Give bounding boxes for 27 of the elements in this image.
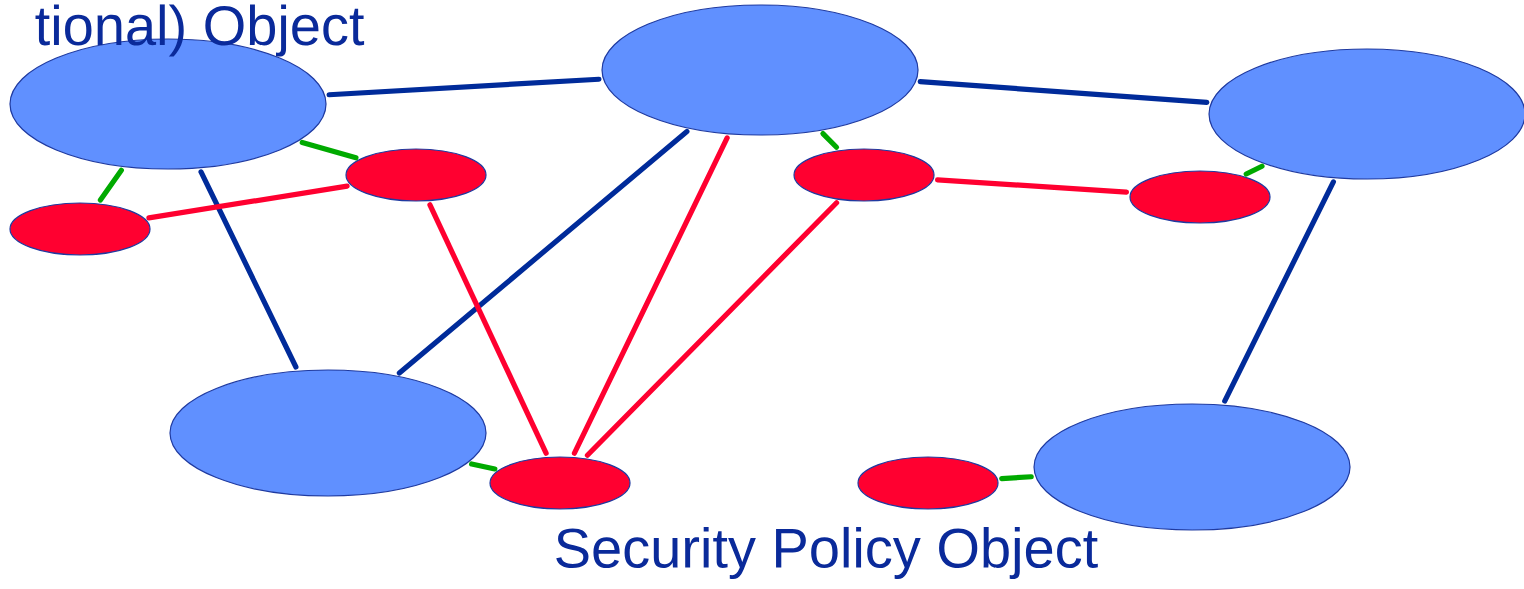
caption-text: Security Policy Object — [556, 526, 1098, 580]
ellipse-node — [857, 456, 999, 510]
connector-line — [571, 135, 730, 456]
ellipse-node — [1129, 170, 1271, 224]
ellipse-node — [793, 148, 935, 202]
connector-line — [396, 128, 690, 376]
ellipse-node — [601, 4, 919, 136]
connector-line — [820, 130, 840, 150]
connector-line — [1222, 179, 1336, 404]
connector-line — [198, 169, 299, 370]
ellipse-node — [1208, 48, 1524, 180]
connector-line — [917, 79, 1210, 105]
connector-line — [427, 202, 549, 456]
connector-line — [326, 76, 602, 98]
connector-line — [299, 139, 359, 161]
ellipse-node — [169, 369, 487, 497]
connector-line — [584, 200, 840, 458]
connector-line — [999, 474, 1034, 482]
ellipse-node — [345, 148, 487, 202]
ellipse-node — [489, 456, 631, 510]
connector-line — [146, 183, 350, 221]
connector-line — [934, 177, 1130, 195]
ellipse-node — [9, 202, 151, 256]
connector-line — [469, 461, 498, 472]
connector-line — [1243, 163, 1265, 177]
caption-text: tional) Object — [35, 4, 365, 57]
connector-line — [97, 167, 124, 203]
